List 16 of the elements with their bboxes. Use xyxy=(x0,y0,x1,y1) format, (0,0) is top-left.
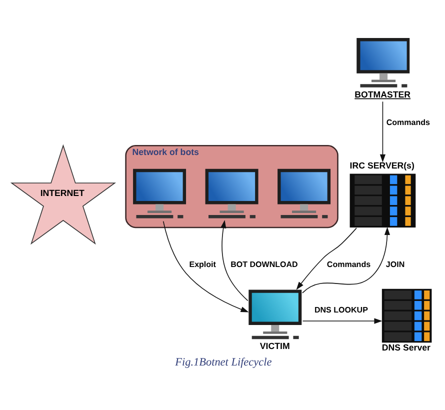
caption: Fig.1Botnet Lifecycle xyxy=(175,356,272,369)
node-label: VICTIM xyxy=(260,340,290,351)
arrow xyxy=(220,220,248,302)
edge-label: BOT DOWNLOAD xyxy=(230,260,298,270)
node-label: DNS Server xyxy=(382,342,431,353)
node-label: IRC SERVER(s) xyxy=(350,160,414,171)
arrow xyxy=(380,101,386,162)
arrow xyxy=(302,226,390,294)
edge-label: DNS LOOKUP xyxy=(314,306,368,315)
arrow xyxy=(302,318,382,324)
edge-label: Exploit xyxy=(189,260,216,270)
edge-label: Commands xyxy=(386,118,430,128)
arrow xyxy=(296,228,357,290)
node-label: BOTMASTER xyxy=(354,89,411,100)
edge-label: JOIN xyxy=(386,260,405,270)
edge-label: Commands xyxy=(326,260,371,270)
